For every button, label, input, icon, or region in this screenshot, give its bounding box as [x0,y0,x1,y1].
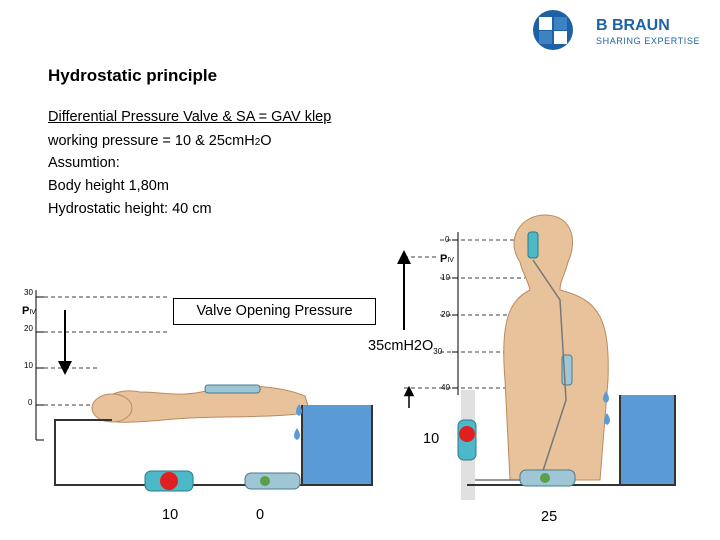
standing-value: 25 [541,509,557,525]
standing-tick-40: 40 [441,383,450,392]
standing-tick-20: 20 [441,310,450,319]
lying-scale [36,290,44,440]
lying-patient [92,385,310,422]
standing-column-value: 10 [423,431,439,447]
lying-tick-30: 30 [24,288,33,297]
lying-tick-20: 20 [24,324,33,333]
lying-reservoir-water [302,405,372,485]
standing-tick-10: 10 [441,273,450,282]
standing-tick-0: 0 [445,235,449,244]
lying-tick-10: 10 [24,361,33,370]
water-drop-icon [294,428,300,440]
lying-shunt-assistant [245,473,300,489]
pressure-35-label: 35cmH2O30 [368,338,442,356]
standing-reservoir-water [620,395,675,485]
lying-valve-value: 10 [162,507,178,523]
standing-piv-label: PIV [440,253,454,265]
lying-piv-label: PIV [22,305,36,317]
lying-tick-0: 0 [28,398,32,407]
lying-valve [145,471,193,491]
standing-shunt-assistant [520,470,575,486]
lying-sa-value: 0 [256,507,264,523]
standing-patient [504,215,609,480]
valve-opening-pressure-label: Valve Opening Pressure [173,298,376,325]
standing-valve [458,420,476,460]
